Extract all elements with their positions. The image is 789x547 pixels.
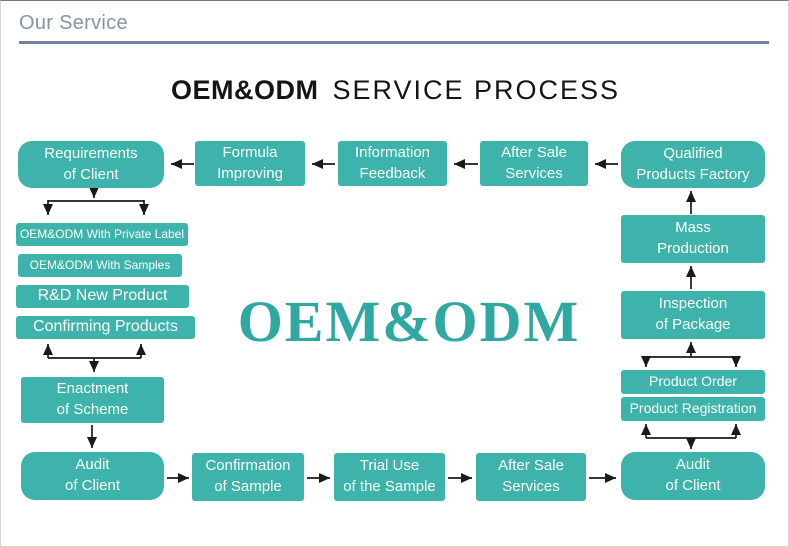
node-enactment-of-scheme: Enactment of Scheme: [21, 377, 164, 423]
node-confirmation-of-sample: Confirmation of Sample: [192, 453, 304, 501]
node-label: Confirmation of Sample: [205, 457, 291, 495]
connector-options-enactment: [43, 344, 146, 372]
node-label: Product Order: [649, 373, 737, 390]
node-requirements-of-client: Requirements of Client: [18, 141, 164, 188]
node-audit-of-client-left: Audit of Client: [21, 452, 164, 500]
node-label: OEM&ODM With Samples: [29, 258, 171, 273]
node-after-sale-services-bottom: After Sale Services: [476, 453, 586, 501]
diagram-title: OEM&ODM SERVICE PROCESS: [1, 75, 788, 106]
diagram-title-brand: OEM&ODM: [170, 75, 319, 105]
section-title: Our Service: [19, 12, 128, 34]
node-label: Inspection of Package: [655, 295, 731, 333]
node-oem-odm-with-samples: OEM&ODM With Samples: [18, 254, 182, 277]
connector-registration-audit: [641, 424, 741, 449]
node-label: Confirming Products: [33, 318, 178, 336]
node-formula-improving: Formula Improving: [195, 141, 305, 186]
node-label: Qualified Products Factory: [636, 144, 750, 183]
connector-requirements-options: [43, 187, 149, 215]
node-label: Formula Improving: [217, 143, 283, 182]
node-label: Enactment of Scheme: [56, 380, 129, 418]
node-label: Mass Production: [657, 219, 729, 257]
node-label: Audit of Client: [64, 456, 121, 494]
node-label: After Sale Services: [498, 457, 564, 495]
node-after-sale-services-top: After Sale Services: [480, 141, 588, 186]
node-label: Requirements of Client: [44, 144, 138, 183]
node-product-registration: Product Registration: [621, 397, 765, 421]
node-qualified-products-factory: Qualified Products Factory: [621, 141, 765, 188]
node-information-feedback: Information Feedback: [338, 141, 447, 186]
node-label: R&D New Product: [37, 287, 168, 305]
node-oem-odm-private-label: OEM&ODM With Private Label: [16, 223, 188, 246]
node-label: Trial Use of the Sample: [343, 457, 436, 495]
node-audit-of-client-right: Audit of Client: [621, 452, 765, 500]
watermark-text: OEM&ODM: [237, 289, 581, 354]
node-product-order: Product Order: [621, 370, 765, 394]
connector-order-inspection: [641, 342, 741, 367]
node-label: After Sale Services: [501, 143, 567, 182]
node-rd-new-product: R&D New Product: [16, 285, 189, 308]
node-trial-use-of-sample: Trial Use of the Sample: [334, 453, 445, 501]
node-label: Product Registration: [629, 400, 757, 417]
node-label: OEM&ODM With Private Label: [19, 227, 185, 242]
node-label: Audit of Client: [665, 456, 721, 494]
node-confirming-products: Confirming Products: [16, 316, 195, 339]
node-mass-production: Mass Production: [621, 215, 765, 263]
node-label: Information Feedback: [354, 143, 431, 182]
section-underline: [19, 41, 769, 44]
node-inspection-of-package: Inspection of Package: [621, 291, 765, 339]
diagram-title-text: SERVICE PROCESS: [332, 75, 621, 105]
